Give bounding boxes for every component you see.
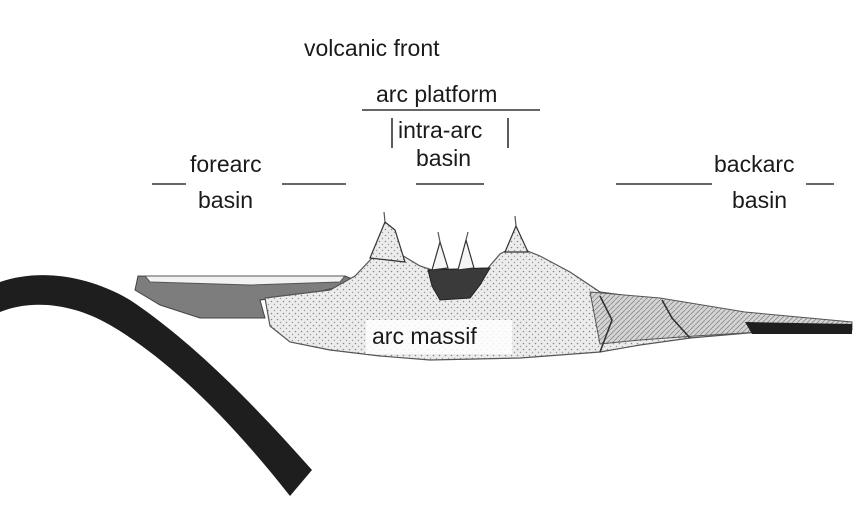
backarc-label-line2: basin bbox=[732, 187, 787, 213]
volcano-intra-arc-right bbox=[457, 237, 475, 271]
backarc-basin-crust bbox=[745, 322, 852, 334]
arc-platform-label: arc platform bbox=[376, 81, 497, 107]
volcano-frontal bbox=[369, 221, 406, 263]
arc-massif-body bbox=[264, 237, 762, 361]
backarc-contact-line bbox=[599, 295, 613, 353]
volcano-intra-arc-left bbox=[431, 239, 449, 271]
arc-massif-label: arc massif bbox=[372, 323, 477, 349]
forearc-label-line2: basin bbox=[198, 187, 253, 213]
volcanic-front-label: volcanic front bbox=[304, 35, 440, 61]
forearc-upper-layer bbox=[143, 275, 347, 286]
intra-arc-basin-fill bbox=[427, 267, 491, 301]
intra-arc-label-line1: intra-arc bbox=[398, 117, 482, 143]
intra-arc-label-line2: basin bbox=[416, 145, 471, 171]
subducting-slab bbox=[0, 275, 312, 496]
volcano-rear bbox=[504, 224, 529, 253]
volcano-plume-marks bbox=[383, 211, 517, 243]
backarc-label-line1: backarc bbox=[714, 151, 795, 177]
backarc-basin-layer bbox=[589, 291, 853, 345]
forearc-label-line1: forearc bbox=[190, 151, 262, 177]
backarc-contact-line-2 bbox=[661, 299, 691, 339]
arc-massif-label-box bbox=[366, 320, 512, 354]
